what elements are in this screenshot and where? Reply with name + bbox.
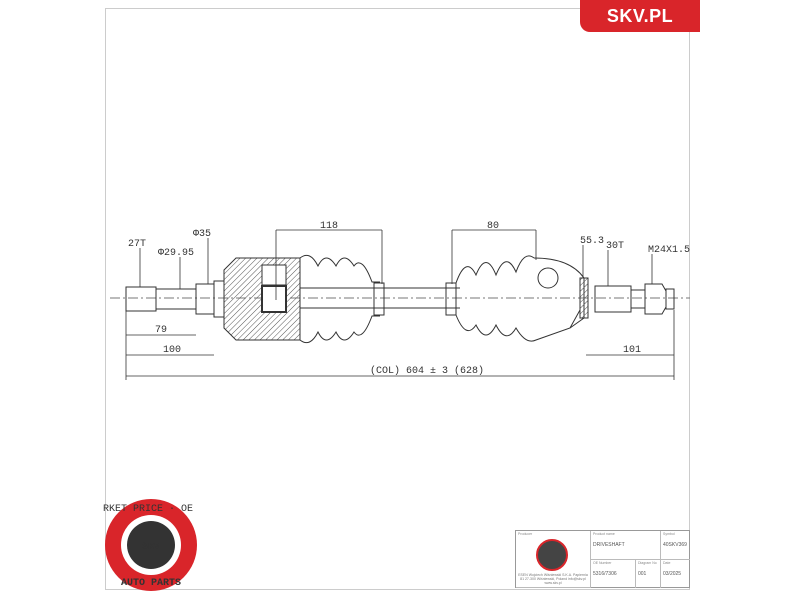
diagram-label: Diagram No: [638, 561, 657, 565]
oe-number: 5316/7306: [593, 571, 617, 577]
dim-total-length: (COL) 604 ± 3 (628): [370, 365, 484, 377]
logo-center-text: SKV: [142, 542, 160, 553]
skv-logo: SKV AUTO PARTS AFTERMARKET PRICE · OE QU…: [61, 497, 241, 593]
dim-79: 79: [155, 325, 167, 336]
producer-logo-icon: [536, 539, 568, 571]
outer-joint: [533, 257, 585, 329]
hub-nut: [644, 283, 667, 315]
outer-boot: [455, 255, 535, 284]
dim-55-3: 55.3: [580, 236, 604, 247]
diagram-number: 001: [638, 571, 647, 577]
date-cell: Date 03/2025: [661, 560, 690, 588]
diagram-cell: Diagram No 001: [636, 560, 661, 588]
product-name-cell: Product name DRIVESHAFT: [591, 531, 661, 560]
producer-text: ESEN Wojciech Wiśniewski S.K.A. Papierni…: [518, 573, 588, 585]
left-spline: [125, 286, 157, 312]
drawing-frame: [105, 8, 690, 590]
producer-label: Producer: [518, 532, 533, 536]
inner-boot: [299, 254, 380, 283]
product-name-label: Product name: [593, 532, 615, 536]
oe-cell: OE Number 5316/7306: [591, 560, 636, 588]
right-spline: [594, 285, 632, 313]
dim-118: 118: [320, 221, 338, 232]
dim-dia-29-95: Φ29.95: [158, 248, 194, 259]
oe-label: OE Number: [593, 561, 612, 565]
dim-30t: 30T: [606, 241, 624, 252]
dim-27t: 27T: [128, 239, 146, 250]
symbol-label: Symbol: [663, 532, 675, 536]
dim-101: 101: [623, 345, 641, 356]
dim-thread: M24X1.5: [648, 245, 690, 256]
date: 03/2025: [663, 571, 682, 577]
title-block: Producer ESEN Wojciech Wiśniewski S.K.A.…: [515, 530, 690, 588]
date-label: Date: [663, 561, 671, 565]
dim-dia-35: Φ35: [193, 229, 211, 240]
brand-badge[interactable]: SKV.PL: [580, 0, 700, 32]
dim-80: 80: [487, 221, 499, 232]
producer-cell: Producer ESEN Wojciech Wiśniewski S.K.A.…: [516, 531, 591, 588]
dim-100: 100: [163, 345, 181, 356]
product-name: DRIVESHAFT: [593, 542, 625, 548]
symbol-cell: Symbol 40SKV369: [661, 531, 690, 560]
symbol: 40SKV369: [663, 542, 687, 548]
logo-bottom-text: AUTO PARTS: [121, 578, 181, 589]
logo-ring-text: AFTERMARKET PRICE · OE QUALITY: [103, 504, 199, 515]
